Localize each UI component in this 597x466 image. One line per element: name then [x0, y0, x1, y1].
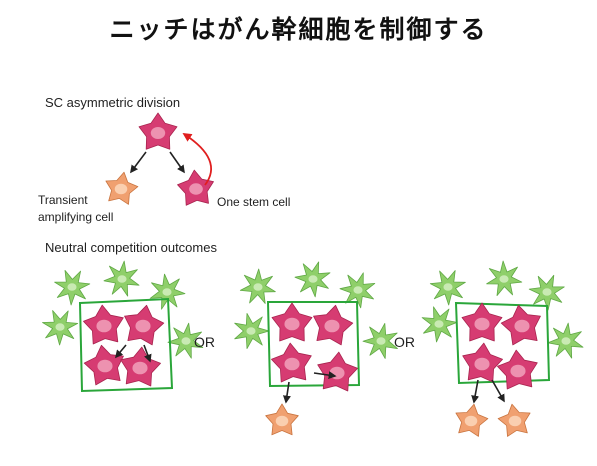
niche-cell-1 [54, 270, 91, 306]
competition-arrow-1a [114, 344, 127, 359]
niche-box-3 [454, 301, 551, 385]
niche-cell-14 [421, 306, 458, 343]
released-ta-cell-2 [455, 403, 489, 437]
niche-stem-cell-4 [120, 346, 161, 387]
niche-box-2 [266, 301, 361, 388]
niche-box-1 [78, 297, 174, 393]
niche-cell-11 [429, 270, 466, 306]
or-label-1: OR [194, 334, 215, 350]
niche-stem-cell-6 [313, 304, 354, 346]
niche-cell-8 [339, 272, 376, 309]
competition-arrow-2a [313, 371, 337, 380]
stem-cell-daughter [177, 169, 214, 206]
niche-stem-cell-5 [271, 302, 313, 342]
competition-arrow-1b [143, 344, 152, 363]
page-title: ニッチはがん幹細胞を制御する [109, 15, 488, 44]
niche-cell-9 [234, 313, 270, 349]
or-label-2: OR [394, 334, 415, 350]
transient-label-line2: amplifying cell [38, 210, 113, 224]
niche-cell-10 [362, 323, 398, 359]
competition-arrow-3b [491, 379, 505, 403]
asym-division-heading: SC asymmetric division [45, 95, 180, 110]
niche-stem-cell-9 [461, 302, 503, 342]
niche-cell-15 [547, 322, 584, 359]
stem-cell-label: One stem cell [217, 195, 290, 209]
division-arrow-left [130, 151, 147, 174]
competition-arrow-3a [471, 379, 480, 404]
stem-cell-parent [138, 112, 178, 150]
niche-cell-2 [103, 260, 140, 297]
transient-amplifying-cell [105, 171, 139, 205]
neutral-competition-heading: Neutral competition outcomes [45, 240, 217, 255]
self-renewal-arrow [182, 133, 213, 186]
niche-cell-3 [149, 273, 186, 310]
niche-stem-cell-12 [497, 349, 538, 390]
niche-cell-5 [167, 322, 204, 359]
niche-cell-6 [239, 268, 276, 304]
niche-stem-cell-11 [462, 342, 503, 383]
niche-cell-7 [294, 261, 331, 298]
transient-label-line1: Transient [38, 193, 88, 207]
niche-stem-cell-1 [83, 304, 124, 345]
niche-stem-cell-10 [500, 304, 541, 346]
niche-stem-cell-3 [83, 344, 124, 386]
released-ta-cell-3 [497, 403, 531, 437]
niche-cell-4 [42, 310, 79, 346]
competition-arrow-2b [282, 381, 291, 404]
division-arrow-right [169, 151, 185, 174]
niche-stem-cell-2 [124, 304, 165, 346]
niche-stem-cell-7 [271, 342, 312, 383]
released-ta-cell-1 [265, 403, 299, 436]
niche-cell-12 [486, 260, 523, 296]
